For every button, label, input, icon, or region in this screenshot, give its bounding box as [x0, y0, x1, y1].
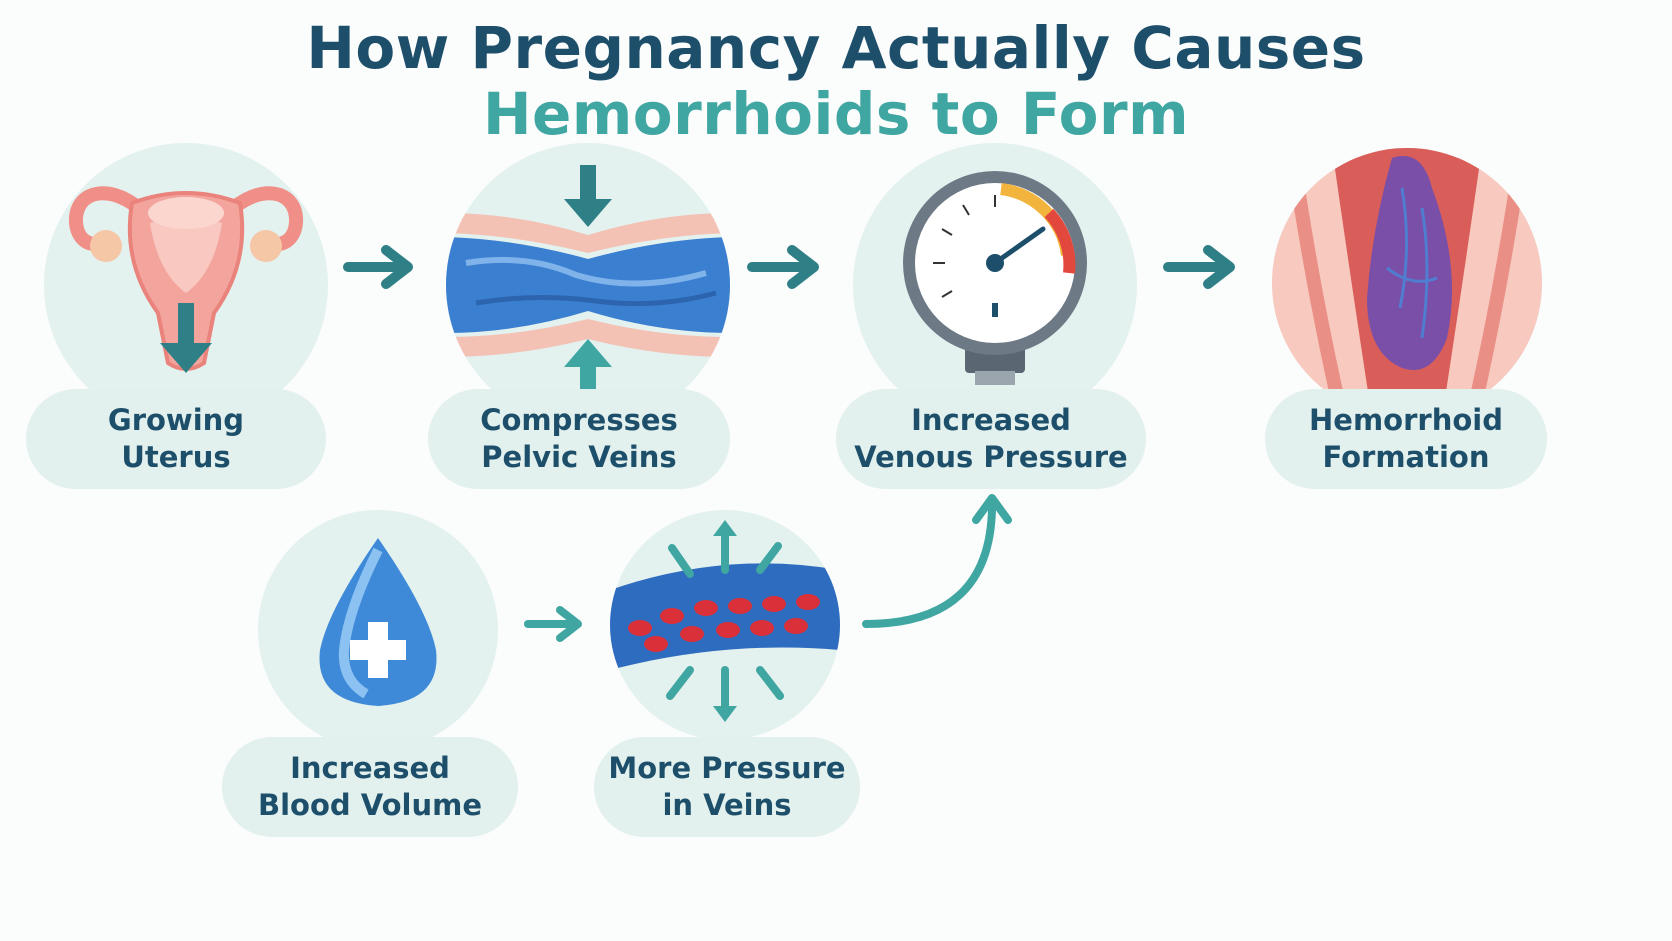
title-line-1: How Pregnancy Actually Causes	[306, 14, 1366, 82]
pressurized-vein-icon	[610, 510, 840, 740]
label-line: Growing	[107, 403, 245, 437]
label-line: Venous Pressure	[854, 440, 1128, 474]
arrow-right-icon	[524, 606, 582, 642]
label-line: Formation	[1322, 440, 1490, 474]
label-line: More Pressure	[608, 751, 846, 785]
label-line: Increased	[911, 403, 1071, 437]
label-line: Compresses	[480, 403, 678, 437]
uterus-icon	[44, 143, 328, 427]
label-line: in Veins	[662, 788, 792, 822]
label-line: Increased	[290, 751, 450, 785]
title-line-2: Hemorrhoids to Form	[482, 80, 1190, 148]
blood-drop-plus-icon	[258, 510, 498, 750]
arrow-right-icon	[747, 245, 819, 289]
hemorrhoid-icon	[1272, 148, 1542, 418]
arrow-right-icon	[1163, 245, 1235, 289]
label-line: Uterus	[121, 440, 231, 474]
compressed-vein-icon	[446, 143, 730, 427]
curved-arrow-up-icon	[862, 494, 1012, 628]
label-line: Blood Volume	[258, 788, 482, 822]
label-line: Pelvic Veins	[481, 440, 677, 474]
pressure-gauge-icon	[853, 143, 1137, 427]
label-line: Hemorrhoid	[1309, 403, 1503, 437]
arrow-right-icon	[343, 245, 413, 289]
